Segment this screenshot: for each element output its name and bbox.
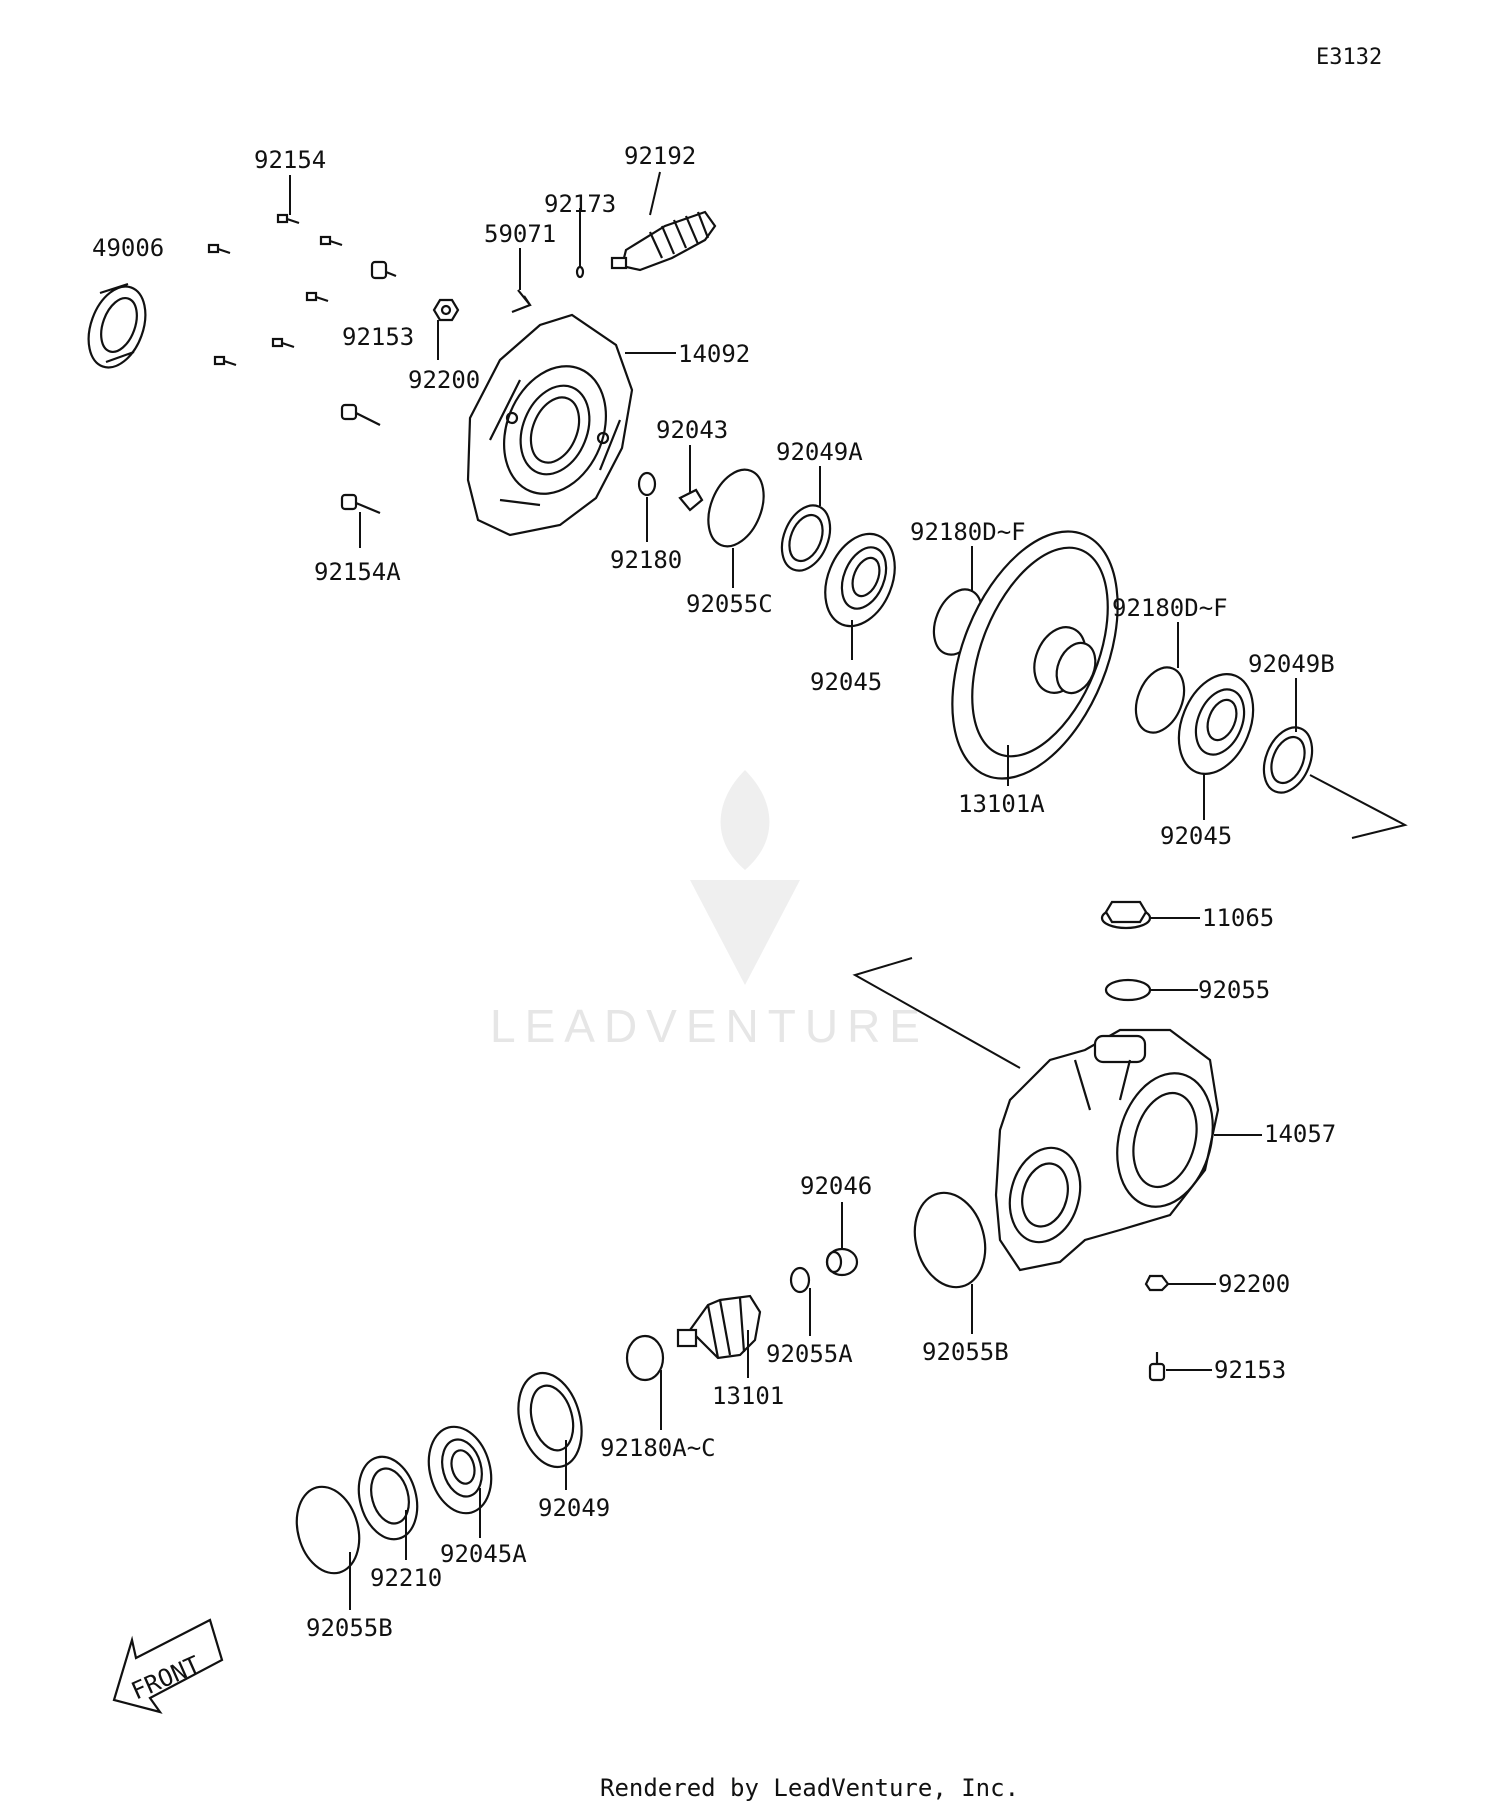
part-92055A-oring[interactable] xyxy=(789,1266,811,1294)
label-92055A[interactable]: 92055A xyxy=(766,1340,853,1368)
part-92046-bearing[interactable] xyxy=(825,1247,859,1277)
part-92180-circlip[interactable] xyxy=(637,471,657,497)
label-92153-lower[interactable]: 92153 xyxy=(1214,1356,1286,1384)
label-13101A[interactable]: 13101A xyxy=(958,790,1045,818)
part-13101-pinion[interactable] xyxy=(676,1294,762,1360)
part-92210-ring[interactable] xyxy=(350,1450,426,1546)
part-92153-stud[interactable] xyxy=(370,260,397,280)
label-92055C[interactable]: 92055C xyxy=(686,590,773,618)
watermark-text: LEADVENTURE xyxy=(490,1000,929,1052)
part-11065-plug[interactable] xyxy=(1100,900,1152,930)
part-92180AC-shim[interactable] xyxy=(625,1334,665,1382)
part-92200-nut[interactable] xyxy=(432,298,460,322)
part-labels: 49006 92154 92153 92200 59071 92173 9219… xyxy=(92,142,1336,1642)
footer-credit: Rendered by LeadVenture, Inc. xyxy=(600,1774,1019,1802)
label-92055[interactable]: 92055 xyxy=(1198,976,1270,1004)
label-92045-upper[interactable]: 92045 xyxy=(810,668,882,696)
label-92192[interactable]: 92192 xyxy=(624,142,696,170)
part-92049A-seal[interactable] xyxy=(773,498,839,578)
label-92046[interactable]: 92046 xyxy=(800,1172,872,1200)
label-92180DF-a[interactable]: 92180D~F xyxy=(910,518,1026,546)
label-14057[interactable]: 14057 xyxy=(1264,1120,1336,1148)
label-92045A[interactable]: 92045A xyxy=(440,1540,527,1568)
part-92055C-oring[interactable] xyxy=(698,462,774,555)
part-49006-seal[interactable] xyxy=(78,279,156,376)
label-92210[interactable]: 92210 xyxy=(370,1564,442,1592)
part-92045A-bearing[interactable] xyxy=(420,1420,501,1521)
label-14092[interactable]: 14092 xyxy=(678,340,750,368)
part-92200-nut-lower[interactable] xyxy=(1144,1274,1170,1292)
label-11065[interactable]: 11065 xyxy=(1202,904,1274,932)
label-92154[interactable]: 92154 xyxy=(254,146,326,174)
label-92045-lower[interactable]: 92045 xyxy=(1160,822,1232,850)
watermark-logo-icon xyxy=(690,770,800,985)
assembly-guide-lines xyxy=(852,774,1408,1069)
label-49006[interactable]: 49006 xyxy=(92,234,164,262)
label-92173[interactable]: 92173 xyxy=(544,190,616,218)
part-92192-boot[interactable] xyxy=(610,210,717,272)
label-92200[interactable]: 92200 xyxy=(408,366,480,394)
part-92049B-seal[interactable] xyxy=(1255,720,1321,800)
label-92049B[interactable]: 92049B xyxy=(1248,650,1335,678)
diagram-code: E3132 xyxy=(1316,45,1382,70)
part-59071-bracket[interactable] xyxy=(511,289,532,314)
label-92180DF-b[interactable]: 92180D~F xyxy=(1112,594,1228,622)
label-92180[interactable]: 92180 xyxy=(610,546,682,574)
label-92055B-upper[interactable]: 92055B xyxy=(922,1338,1009,1366)
front-arrow-icon: FRONT xyxy=(112,1618,224,1714)
label-92055B-lower[interactable]: 92055B xyxy=(306,1614,393,1642)
part-92055B-oring-large[interactable] xyxy=(905,1185,996,1295)
label-92200-lower[interactable]: 92200 xyxy=(1218,1270,1290,1298)
part-92180DF-shim-b[interactable] xyxy=(1127,660,1193,740)
part-92055-oring[interactable] xyxy=(1104,978,1152,1002)
part-92173-clip[interactable] xyxy=(575,265,585,279)
part-bolts-group[interactable] xyxy=(207,213,343,367)
label-92049[interactable]: 92049 xyxy=(538,1494,610,1522)
part-14092-cover[interactable] xyxy=(466,313,634,537)
part-92049-seal[interactable] xyxy=(509,1366,592,1474)
label-92043[interactable]: 92043 xyxy=(656,416,728,444)
part-92153-stud-lower[interactable] xyxy=(1148,1352,1166,1382)
label-13101[interactable]: 13101 xyxy=(712,1382,784,1410)
part-92045-bearing-lower[interactable] xyxy=(1165,663,1267,785)
label-59071[interactable]: 59071 xyxy=(484,220,556,248)
part-92055B-oring-lower[interactable] xyxy=(288,1480,369,1581)
label-92154A[interactable]: 92154A xyxy=(314,558,401,586)
label-92180AC[interactable]: 92180A~C xyxy=(600,1434,716,1462)
part-92154A-bolts[interactable] xyxy=(340,403,381,515)
watermark: LEADVENTURE xyxy=(490,770,929,1052)
part-92043-pin[interactable] xyxy=(678,488,704,512)
leader-lines xyxy=(289,171,1297,1610)
part-13101A-ring-gear[interactable] xyxy=(920,507,1151,802)
part-14057-case[interactable] xyxy=(994,1028,1227,1272)
part-92045-bearing-upper[interactable] xyxy=(812,524,907,637)
label-92049A[interactable]: 92049A xyxy=(776,438,863,466)
label-92153[interactable]: 92153 xyxy=(342,323,414,351)
